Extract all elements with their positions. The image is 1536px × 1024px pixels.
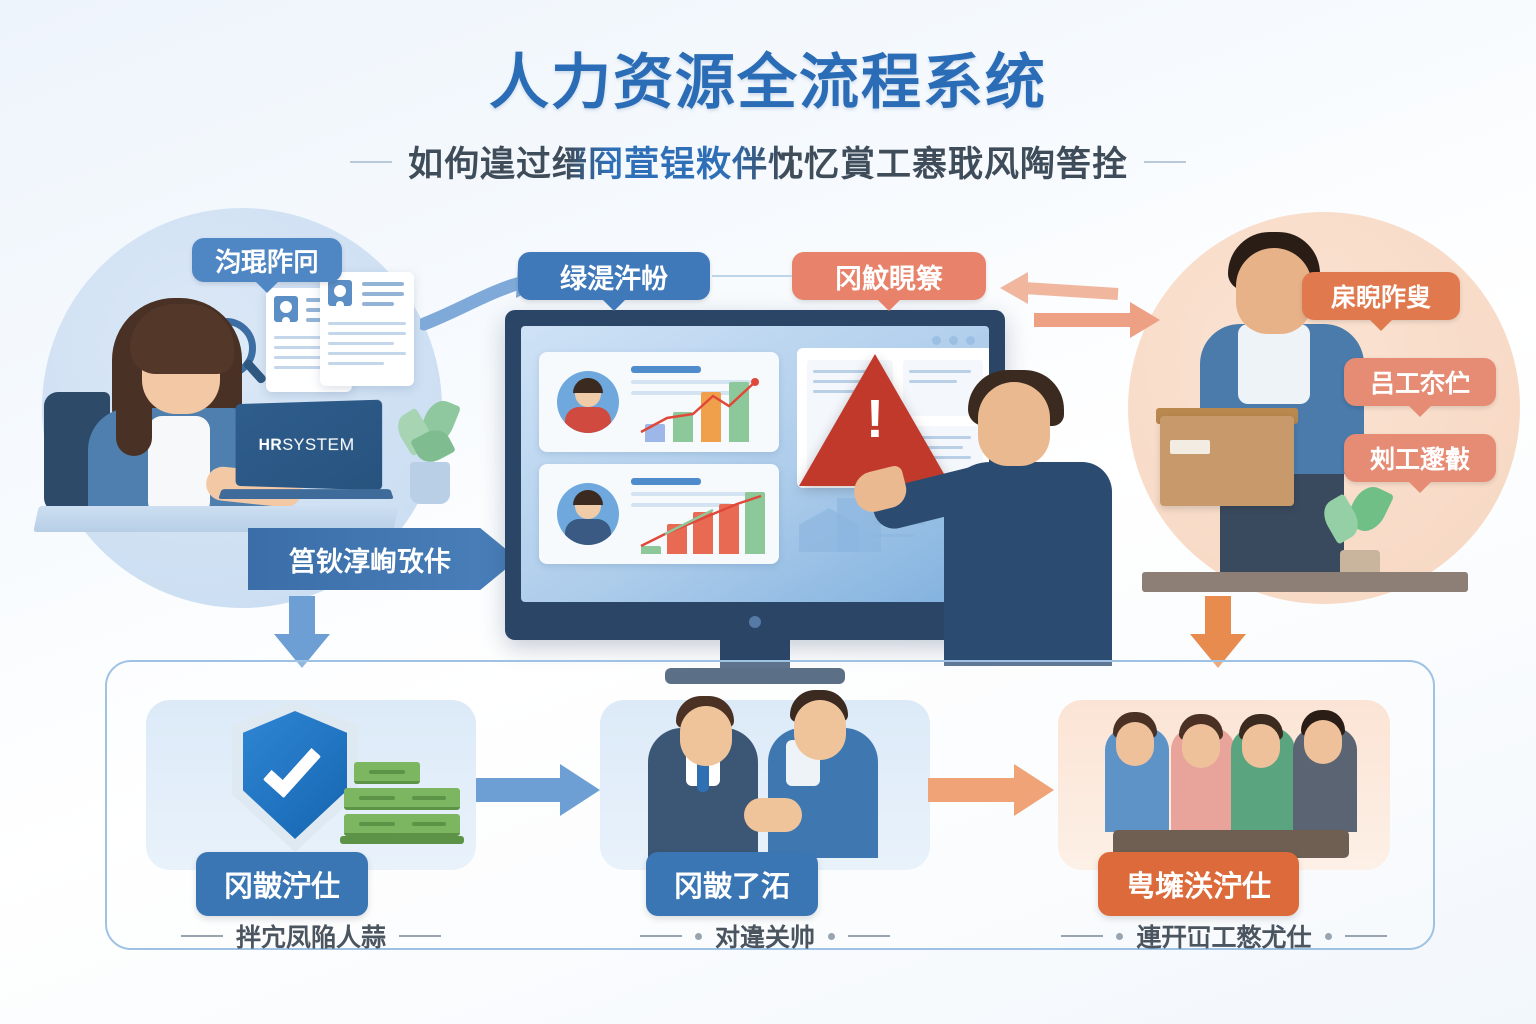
employee-performance-chart bbox=[637, 488, 767, 554]
departing-employee-figure bbox=[1156, 232, 1376, 580]
meeting-icon bbox=[1095, 690, 1367, 858]
badge-offboarding-3: 㓨工邌㪫 bbox=[1344, 434, 1496, 482]
laptop-brand-light: SYSTEM bbox=[282, 434, 355, 455]
plant-decoration bbox=[391, 392, 462, 504]
step-caption-1: 拌宂凤陥人蒜 bbox=[146, 918, 476, 954]
caption-rule bbox=[399, 935, 441, 937]
resume-line bbox=[362, 292, 404, 296]
laptop-brand-bold: HR bbox=[258, 435, 283, 454]
resume-line bbox=[328, 352, 406, 355]
caption-rule bbox=[848, 935, 890, 937]
page-title: 人力资源全流程系统 bbox=[489, 49, 1047, 116]
step-caption-2: 对違关帅 bbox=[600, 918, 930, 954]
monitor-power-led bbox=[749, 616, 761, 628]
step-badge-1: 冈皵泞仕 bbox=[196, 852, 369, 916]
badge-process-monitor: 绿湜汻帉 bbox=[518, 252, 710, 300]
employee-performance-chart bbox=[637, 376, 767, 442]
arrow-step1-to-step2 bbox=[476, 764, 600, 816]
employee-avatar-icon bbox=[557, 371, 619, 433]
banner-arrow-process: 筥钬淳峋攷佧 bbox=[248, 528, 518, 590]
employee-record-card[interactable] bbox=[539, 464, 779, 564]
resume-line bbox=[328, 332, 406, 335]
shield-check-icon bbox=[232, 700, 358, 852]
step-badge-3: 㽕㙲浂泞仕 bbox=[1098, 852, 1300, 916]
resume-line bbox=[362, 302, 394, 306]
resume-line bbox=[328, 322, 406, 325]
caption-rule bbox=[180, 935, 223, 937]
resume-avatar-icon bbox=[328, 280, 352, 306]
step-caption-text: 連幵冚工憗尤仕 bbox=[1136, 924, 1312, 952]
resume-line bbox=[274, 336, 344, 339]
resume-line bbox=[328, 362, 384, 365]
employee-detail-lines bbox=[631, 366, 751, 402]
caption-dot bbox=[1324, 932, 1332, 940]
caption-rule bbox=[639, 935, 682, 937]
building-line bbox=[873, 534, 915, 537]
monitor-neck bbox=[720, 638, 790, 672]
subtitle-row: 如佝遑过缙冏萓锃敉伴忱忆賞工㥶聀风陶筈拴 bbox=[0, 136, 1536, 187]
arrow-offboarding-inbound bbox=[1034, 302, 1160, 338]
warning-exclamation-icon: ! bbox=[866, 389, 884, 449]
badge-offboarding-2: 吕工夵伫 bbox=[1344, 358, 1496, 406]
employee-record-card[interactable] bbox=[539, 352, 779, 452]
subtitle-rule-left bbox=[349, 160, 392, 163]
caption-dot bbox=[828, 932, 835, 940]
warning-triangle-icon bbox=[799, 354, 951, 486]
window-controls[interactable] bbox=[932, 336, 975, 345]
caption-rule bbox=[1061, 935, 1104, 937]
resume-line bbox=[274, 346, 344, 349]
subtitle-rule-right bbox=[1144, 160, 1186, 163]
step-caption-text: 拌宂凤陥人蒜 bbox=[235, 924, 386, 952]
resume-line bbox=[328, 342, 394, 345]
badge-risk-alert: 冈魰睍簝 bbox=[792, 252, 986, 300]
badge-initial-screening: 汮琨阼冋 bbox=[192, 238, 342, 282]
resume-line bbox=[362, 282, 404, 286]
caption-rule bbox=[1344, 935, 1387, 937]
monitor-base bbox=[665, 668, 845, 684]
arrow-down-to-step-1 bbox=[274, 596, 330, 668]
resume-card-front bbox=[320, 272, 414, 386]
resume-avatar-icon bbox=[274, 296, 298, 322]
money-stack-icon bbox=[340, 762, 464, 848]
resume-line bbox=[274, 356, 334, 359]
handshake-icon bbox=[640, 686, 890, 858]
manager-pointing-figure bbox=[849, 366, 1138, 666]
page-subtitle: 如佝遑过缙冏萓锃敉伴忱忆賞工㥶聀风陶筈拴 bbox=[408, 136, 1128, 187]
step-caption-3: 連幵冚工憗尤仕 bbox=[1058, 918, 1390, 954]
step-badge-2: 冈皵了沰 bbox=[646, 852, 819, 916]
resume-line bbox=[274, 366, 344, 369]
hr-system-laptop: HRSYSTEM bbox=[218, 399, 394, 510]
arrow-step2-to-step3 bbox=[928, 764, 1054, 816]
badge-offboarding-1: 㦿睨阼叟 bbox=[1302, 272, 1460, 320]
employee-avatar-icon bbox=[557, 483, 619, 545]
caption-dot bbox=[694, 932, 702, 940]
arrow-monitor-to-offboarding bbox=[1000, 272, 1119, 304]
step-caption-text: 对違关帅 bbox=[714, 924, 815, 952]
employee-detail-lines bbox=[631, 478, 751, 514]
arrow-down-to-step-3 bbox=[1190, 596, 1246, 668]
badge-connector-line bbox=[712, 275, 792, 277]
caption-dot bbox=[1116, 932, 1124, 940]
desk-surface-right bbox=[1142, 572, 1468, 592]
